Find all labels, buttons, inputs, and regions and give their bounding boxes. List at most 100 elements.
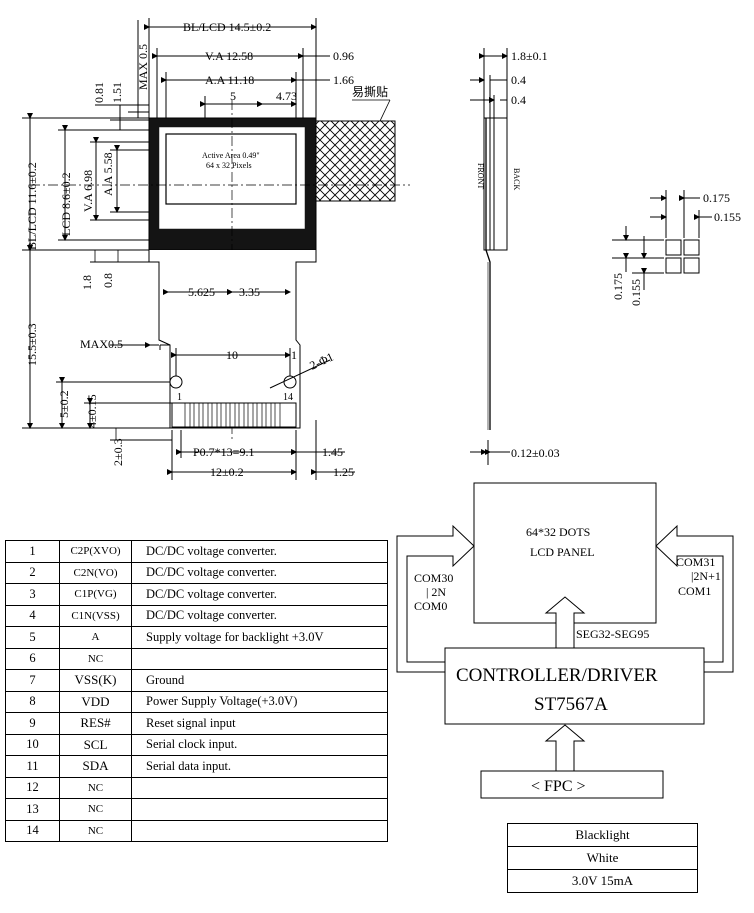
com-left-1: COM30 <box>414 571 453 585</box>
pin-number: 8 <box>5 690 60 713</box>
dim-5: 5 <box>230 89 236 103</box>
dim-px-0175b: 0.175 <box>611 273 625 300</box>
seg-label: SEG32-SEG95 <box>576 627 649 641</box>
dim-166: 1.66 <box>333 73 354 87</box>
dim-473: 4.73 <box>276 89 297 103</box>
backlight-table: Blacklight White 3.0V 15mA <box>507 823 698 893</box>
pin-symbol: NC <box>59 647 132 670</box>
pin-number: 10 <box>5 733 60 756</box>
dim-va-width: V.A 12.58 <box>205 49 253 63</box>
pixel-detail <box>612 190 712 290</box>
pin-number: 6 <box>5 647 60 670</box>
pin-number: 14 <box>5 819 60 842</box>
back-label: BACK <box>512 168 521 190</box>
pin-1-label: 1 <box>177 392 182 403</box>
pin-description: DC/DC voltage converter. <box>131 561 388 584</box>
pin-description <box>131 776 388 799</box>
front-view <box>22 18 410 480</box>
backlight-title: Blacklight <box>507 823 698 847</box>
dim-151: 1.51 <box>110 82 124 103</box>
com-left-3: COM0 <box>414 599 447 613</box>
pixels-label: 64 x 32 Pixels <box>206 161 252 170</box>
com-right-3: COM1 <box>678 584 711 598</box>
dim-max05-top: MAX 0.5 <box>136 44 150 90</box>
pin-number: 1 <box>5 540 60 563</box>
pin-description: Serial clock input. <box>131 733 388 756</box>
dim-5625: 5.625 <box>188 285 215 299</box>
pin-symbol: C2P(XVO) <box>59 540 132 563</box>
pin-number: 7 <box>5 669 60 692</box>
dim-081: 0.81 <box>92 82 106 103</box>
side-view-labels: 1.8±0.1 0.4 0.4 FRONT BACK 0.12±0.03 <box>476 49 560 460</box>
pin-number: 12 <box>5 776 60 799</box>
backlight-spec: 3.0V 15mA <box>507 869 698 893</box>
dim-bl-lcd-width: BL/LCD 14.5±0.2 <box>183 20 271 34</box>
pin-description: DC/DC voltage converter. <box>131 604 388 627</box>
pin-number: 5 <box>5 626 60 649</box>
com-right-1: COM31 <box>676 555 715 569</box>
dim-125: 1.25 <box>333 465 354 479</box>
front-label: FRONT <box>476 163 485 189</box>
dim-px-0175a: 0.175 <box>703 191 730 205</box>
pin-description <box>131 819 388 842</box>
panel-label-2: LCD PANEL <box>530 545 595 559</box>
pin-number: 3 <box>5 583 60 606</box>
pin-symbol: NC <box>59 798 132 821</box>
com-right-2: |2N+1 <box>691 569 721 583</box>
pin-symbol: VDD <box>59 690 132 713</box>
pin-description: Serial data input. <box>131 755 388 778</box>
pin-number: 13 <box>5 798 60 821</box>
pin-symbol: A <box>59 626 132 649</box>
dim-18: 1.8 <box>80 275 94 290</box>
dim-pitch: P0.7*13=9.1 <box>193 445 254 459</box>
dim-va-height: V.A 6.98 <box>81 170 95 212</box>
dim-335: 3.35 <box>239 285 260 299</box>
fpc-block <box>480 770 664 799</box>
table-row: 3.0V 15mA <box>507 869 698 893</box>
dim-px-0155b: 0.155 <box>629 279 643 306</box>
table-row: White <box>507 846 698 870</box>
dim-1: 1 <box>291 348 297 362</box>
backlight-color: White <box>507 846 698 870</box>
pin-description: DC/DC voltage converter. <box>131 583 388 606</box>
pin-number: 2 <box>5 561 60 584</box>
dim-fpc-tail-height: 15.5±0.3 <box>25 323 39 366</box>
pin-description <box>131 647 388 670</box>
pin-number: 11 <box>5 755 60 778</box>
dim-145: 1.45 <box>322 445 343 459</box>
dim-096: 0.96 <box>333 49 354 63</box>
side-view <box>470 48 510 465</box>
dim-lcd-height: LCD 8.6±0.2 <box>59 172 73 236</box>
dim-2: 2±0.3 <box>111 438 125 466</box>
pin-description: DC/DC voltage converter. <box>131 540 388 563</box>
pin-symbol: SDA <box>59 755 132 778</box>
dim-bl-lcd-height: BL/LCD 11.6±0.2 <box>25 162 39 250</box>
dim-aa-height: A.A 5.58 <box>101 152 115 196</box>
pin-symbol: C1P(VG) <box>59 583 132 606</box>
dim-fpc-tail-width: 12±0.2 <box>210 465 244 479</box>
dim-side-04a: 0.4 <box>511 73 526 87</box>
pin-number: 9 <box>5 712 60 735</box>
dim-side-thickness: 1.8±0.1 <box>511 49 548 63</box>
dim-px-0155a: 0.155 <box>714 210 741 224</box>
pin-symbol: NC <box>59 776 132 799</box>
block-diagram <box>396 482 734 799</box>
dim-aa-width: A.A 11.18 <box>205 73 254 87</box>
dim-side-04b: 0.4 <box>511 93 526 107</box>
com-left-2: | 2N <box>426 585 446 599</box>
table-row: Blacklight <box>507 823 698 847</box>
pin-symbol: SCL <box>59 733 132 756</box>
controller-label: CONTROLLER/DRIVER <box>456 665 658 686</box>
pin-symbol: RES# <box>59 712 132 735</box>
pin-14-label: 14 <box>283 392 293 403</box>
